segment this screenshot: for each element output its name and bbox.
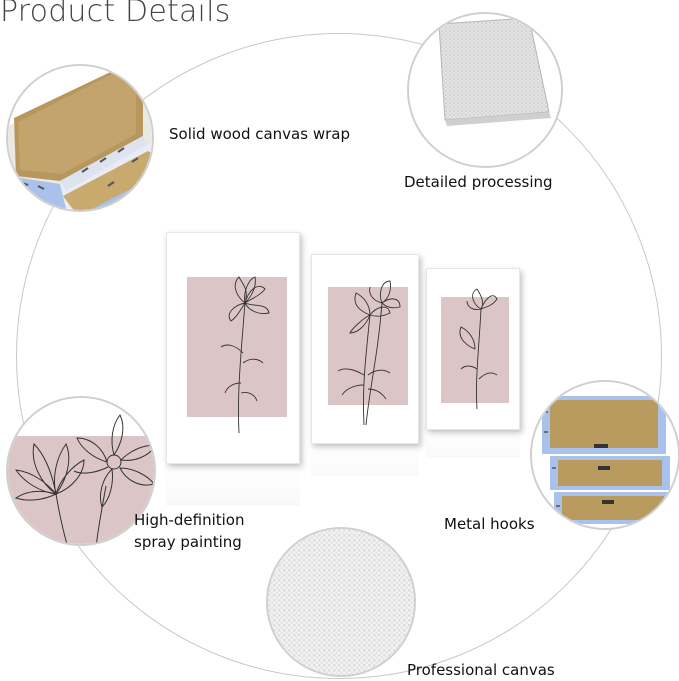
page-title: Product Details	[0, 0, 231, 29]
panel-reflection-right	[426, 432, 520, 458]
canvas-weave-image	[266, 527, 416, 677]
metal-hooks-image	[530, 380, 679, 530]
spray-painting-label-line2: spray painting	[134, 533, 242, 551]
canvas-panel-center	[311, 254, 419, 444]
panel-reflection-left	[166, 466, 300, 506]
canvas-panel-left	[166, 232, 300, 464]
background-ring	[16, 33, 662, 679]
wood-wrap-label: Solid wood canvas wrap	[169, 125, 350, 143]
professional-canvas-label: Professional canvas	[407, 661, 555, 679]
metal-hooks-label: Metal hooks	[444, 515, 535, 533]
spray-painting-label-line1: High-definition	[134, 511, 245, 529]
flower-closeup-image	[6, 396, 156, 546]
processing-label: Detailed processing	[404, 173, 553, 191]
panel-reflection-center	[311, 446, 419, 476]
canvas-panel-right	[426, 268, 520, 430]
wood-corner-image	[6, 64, 154, 212]
canvas-texture-image	[407, 12, 563, 168]
